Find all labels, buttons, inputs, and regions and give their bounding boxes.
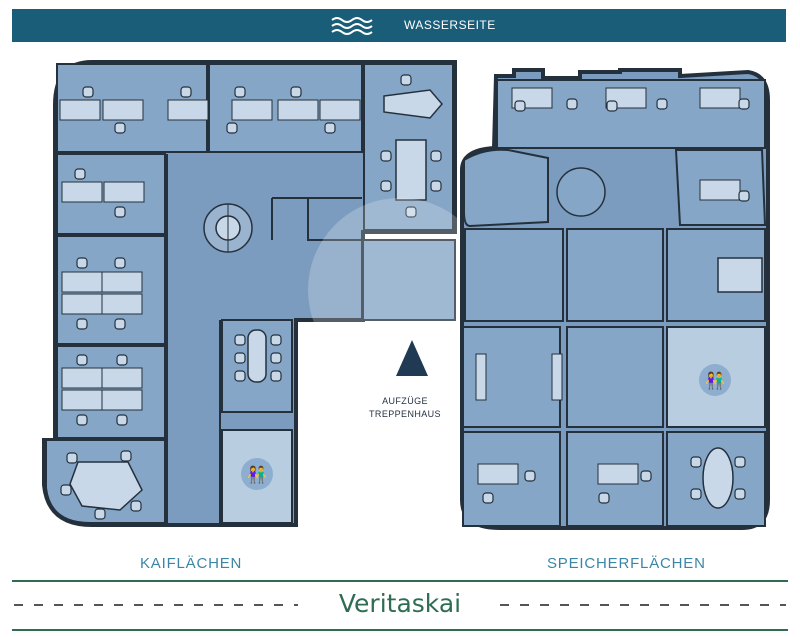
left-building: 👫 [42, 60, 457, 527]
waves-icon [331, 17, 373, 35]
svg-text:👫: 👫 [247, 465, 267, 484]
street-name: Veritaskai [338, 589, 462, 618]
waterside-banner: WASSERSEITE [12, 9, 786, 42]
quay-section-label: KAIFLÄCHEN [140, 555, 243, 572]
stairwell-label: TREPPENHAUS [369, 409, 441, 419]
restroom-icon [241, 458, 273, 490]
street-line-top [12, 580, 788, 582]
right-building: 👫 [460, 68, 770, 530]
street-center-dashes-right [500, 604, 786, 606]
stair-core [308, 198, 492, 382]
svg-text:👫: 👫 [705, 371, 725, 390]
street-center-dashes-left [14, 604, 298, 606]
core-label: AUFZÜGE TREPPENHAUS [340, 395, 470, 421]
restroom-icon [699, 364, 731, 396]
street-line-bottom [12, 629, 788, 631]
banner-label: WASSERSEITE [404, 18, 496, 32]
north-arrow-icon [396, 340, 428, 376]
warehouse-section-label: SPEICHERFLÄCHEN [547, 555, 706, 572]
elevators-label: AUFZÜGE [382, 396, 428, 406]
